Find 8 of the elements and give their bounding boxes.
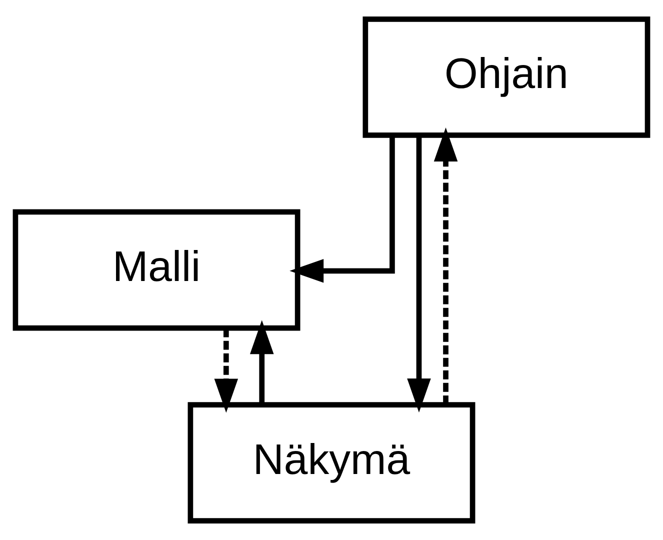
arrow <box>407 136 431 412</box>
node-box: Malli <box>12 209 300 331</box>
arrow <box>434 128 458 404</box>
arrow <box>250 320 274 404</box>
arrow <box>214 328 238 413</box>
node-box: Näkymä <box>188 402 476 524</box>
node-box: Ohjain <box>362 16 650 138</box>
arrow <box>290 135 395 283</box>
